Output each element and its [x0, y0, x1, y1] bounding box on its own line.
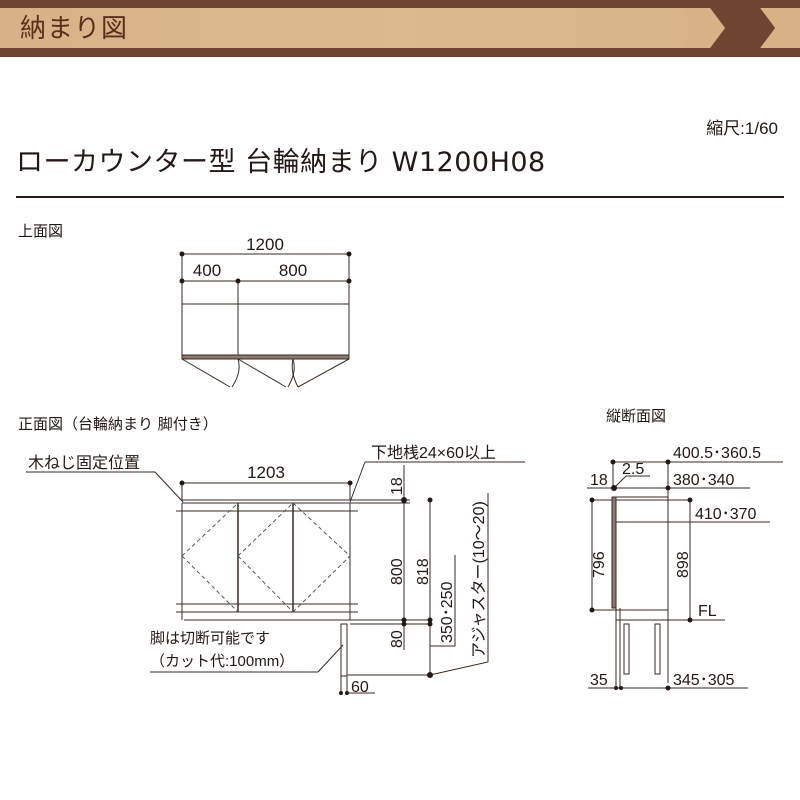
banner-chevron-icon	[680, 8, 800, 48]
dim-1203: 1203	[247, 463, 285, 482]
banner-title: 納まり図	[20, 14, 129, 44]
dim-400: 400	[193, 261, 221, 280]
top-view-label: 上面図	[18, 222, 64, 240]
dim-818: 818	[415, 558, 432, 585]
front-view-label: 正面図（台輪納まり 脚付き）	[18, 415, 218, 433]
title-divider	[16, 196, 784, 198]
dim-796: 796	[591, 551, 608, 578]
dim-leg-depth: 345･305	[673, 672, 734, 689]
dim-adjuster: アジャスター(10〜20)	[470, 501, 488, 658]
dim-top-thickness: 18	[590, 472, 608, 489]
dim-leg-height: 350･250	[439, 582, 456, 643]
scale-label: 縮尺:1/60	[706, 119, 778, 138]
section-view-label: 縦断面図	[606, 407, 667, 425]
dim-60: 60	[351, 679, 369, 696]
dim-top-depth: 400.5･360.5	[673, 445, 761, 462]
dim-410: 410･370	[695, 506, 756, 523]
page-title: ローカウンター型 台輪納まり W1200H08	[16, 147, 546, 178]
dim-800: 800	[279, 261, 307, 280]
section-banner: 納まり図	[0, 0, 800, 57]
floor-level-label: FL	[698, 603, 717, 620]
dim-80: 80	[389, 630, 406, 648]
dim-body-depth: 380･340	[673, 472, 734, 489]
dim-1200: 1200	[246, 235, 284, 254]
banner-fill	[0, 8, 800, 48]
callout-leg-line1: 脚は切断可能です	[150, 630, 270, 647]
dim-35: 35	[590, 672, 608, 689]
callout-leg-line2: （カット代:100mm）	[150, 653, 294, 670]
dim-898: 898	[675, 551, 692, 578]
dim-gap: 2.5	[622, 461, 644, 478]
dim-800-height: 800	[389, 558, 406, 585]
callout-screw-position: 木ねじ固定位置	[28, 454, 140, 472]
dim-18: 18	[389, 477, 406, 495]
callout-batten: 下地桟24×60以上	[371, 444, 496, 462]
